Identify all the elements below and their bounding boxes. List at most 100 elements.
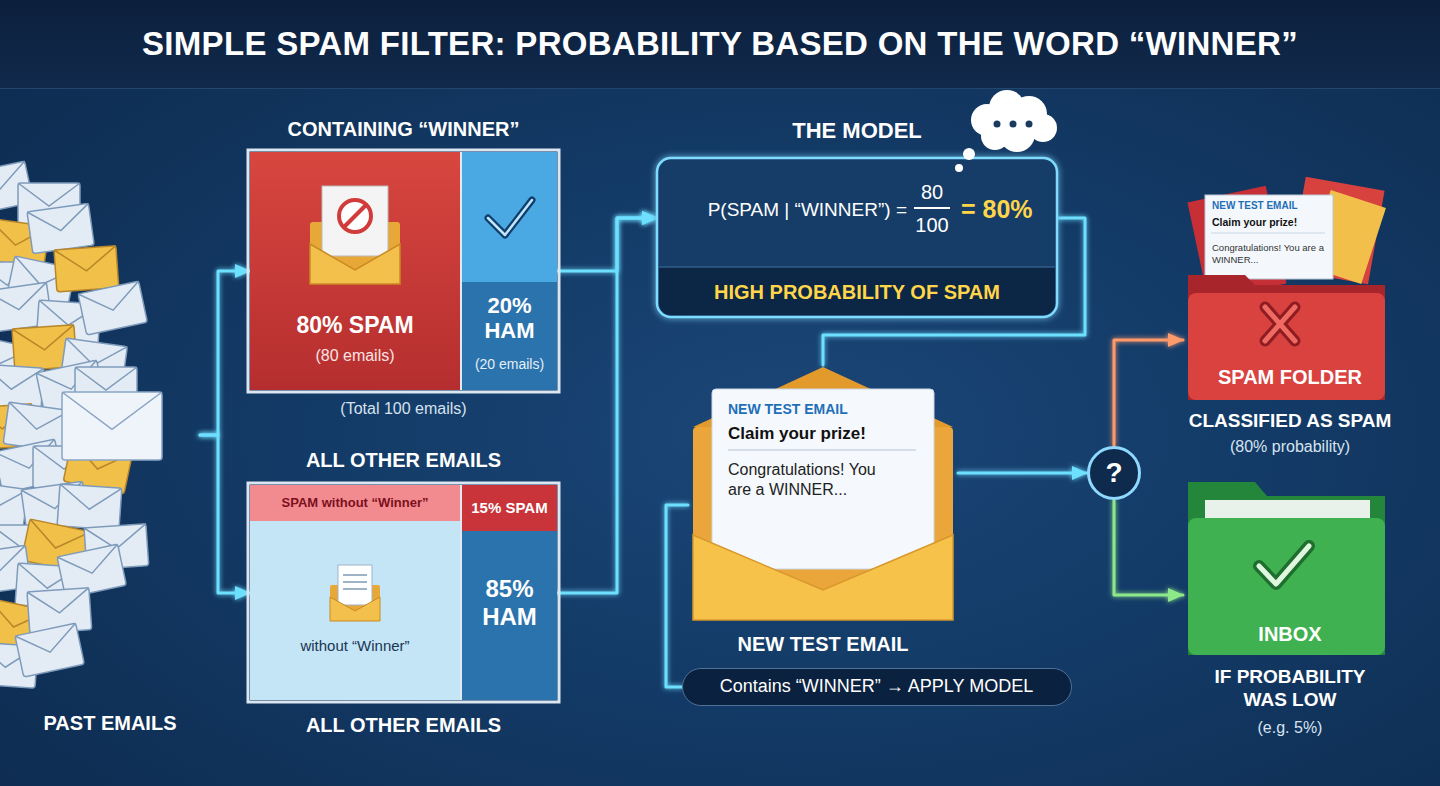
envelope-body: [36, 360, 105, 414]
envelope-icon: [0, 364, 44, 410]
node-art: [0, 180, 200, 740]
envelope-body: [27, 203, 94, 253]
mini-email-header: NEW TEST EMAIL: [1212, 200, 1328, 212]
title-bar: SIMPLE SPAM FILTER: PROBABILITY BASED ON…: [0, 0, 1440, 89]
decision-circle: ?: [1087, 446, 1141, 500]
envelope-body: [0, 262, 38, 304]
model-divider: [659, 266, 1055, 268]
check-mark-inner: [1259, 546, 1309, 584]
envelope-body: [0, 364, 44, 410]
model-frame: [657, 158, 1057, 317]
envelope-flap: [25, 519, 90, 554]
envelope-flap: [21, 481, 86, 513]
envelope-body: [0, 404, 35, 450]
envelope-icon: [0, 262, 38, 304]
envelope-body: [15, 623, 84, 677]
text-slot: 80% SPAM: [250, 310, 460, 342]
envelope-body: [693, 427, 953, 620]
envelope-flap: [0, 545, 29, 577]
formula-result: = 80%: [961, 194, 1053, 224]
envelope-icon: [0, 525, 53, 567]
bubble-dot: [994, 121, 1001, 128]
envelope-flap: [10, 256, 75, 291]
bubble-puff: [1011, 96, 1047, 132]
text-slot: (20 emails): [462, 352, 557, 376]
envelope-icon: [21, 481, 88, 531]
envelope-flap: [27, 203, 92, 235]
text-slot: without “Winner”: [250, 633, 460, 659]
spam-share-box: 15% SPAM: [460, 485, 557, 531]
envelope-flap: [75, 367, 137, 390]
spam-share-box: 80% SPAM(80 emails): [250, 152, 460, 390]
email-subject: Claim your prize!: [728, 424, 918, 444]
folder-name: SPAM FOLDER: [1175, 365, 1405, 389]
node-art: [462, 152, 559, 390]
envelope-icon: [0, 282, 52, 332]
test-email: NEW TEST EMAIL Claim your prize! Congratul…: [688, 365, 958, 660]
text-slot: 20% HAM: [462, 288, 557, 348]
connector-arrow: [1114, 500, 1183, 595]
envelope-body: [0, 642, 38, 688]
text-slot: P(SPAM | “WINNER”) =: [665, 194, 907, 226]
fraction-bar: [914, 207, 950, 209]
envelope-icon: [33, 446, 95, 488]
text-slot: ALL OTHER EMAILS: [250, 443, 557, 477]
text-slot: Congratulations! You are a WINNER...: [728, 455, 903, 505]
envelope-icon: [18, 183, 80, 225]
envelope-back: [310, 222, 400, 284]
model-verdict: HIGH PROBABILITY OF SPAM: [657, 280, 1057, 304]
ham-share-box: 20% HAM (20 emails): [460, 152, 557, 390]
model-heading: THE MODEL: [657, 118, 1057, 144]
text-slot: Claim your prize!: [728, 421, 918, 447]
envelope-flap: [16, 563, 79, 590]
envelope-body: [6, 256, 75, 310]
envelope-icon: [63, 402, 130, 452]
envelope-flap: [0, 335, 34, 370]
envelope-icon: [0, 335, 34, 389]
envelope-flap: [0, 481, 28, 513]
envelope-body: [21, 481, 88, 531]
envelope-icon: [84, 524, 149, 570]
cross-mark: [1265, 307, 1295, 341]
folder-verdict: IF PROBABILITY WAS LOW: [1200, 666, 1380, 712]
folder-note: (e.g. 5%): [1175, 718, 1405, 737]
email-header: NEW TEST EMAIL: [728, 401, 918, 418]
group-heading: ALL OTHER EMAILS: [250, 713, 557, 737]
envelope-body: [12, 325, 77, 371]
envelope-flap: [37, 300, 100, 327]
envelope-icon: [60, 338, 127, 388]
envelope-flap: [62, 392, 162, 429]
envelope-icon: [0, 439, 63, 493]
envelope-icon: [54, 246, 119, 292]
text-slot: Congratulations! You are a WINNER...: [1212, 236, 1328, 272]
text-slot: = 80%: [961, 190, 1053, 228]
envelope-flap: [0, 161, 29, 196]
envelope-flap: [0, 525, 53, 548]
envelope-flap: [36, 360, 101, 395]
envelope-body: [0, 161, 33, 215]
envelope-flap: [0, 282, 50, 314]
envelope-body: [0, 525, 53, 567]
share-value: 80% SPAM: [250, 312, 460, 340]
paper: [1289, 177, 1384, 284]
text-slot: ALL OTHER EMAILS: [250, 709, 557, 741]
envelope-icon: [57, 484, 122, 530]
folder-note: (80% probability): [1175, 437, 1405, 456]
connector-arrow: [557, 218, 657, 271]
envelope-body: [63, 402, 130, 452]
text-slot: INBOX: [1175, 620, 1405, 648]
ham-share-box: 85% HAM: [460, 531, 557, 700]
no-sign: [339, 200, 371, 232]
envelope-icon: [21, 519, 90, 573]
cross-mark-inner: [1265, 307, 1295, 341]
envelope-flap: [693, 367, 953, 427]
mini-email-subject: Claim your prize!: [1212, 216, 1328, 229]
envelope-flap: [0, 364, 44, 391]
envelope-icon: [15, 563, 80, 609]
connector-arrow: [958, 472, 1087, 475]
envelope-flap: [84, 524, 147, 551]
text-slot: Contains “WINNER” → APPLY MODEL: [683, 669, 1070, 704]
text-slot: CONTAINING “WINNER”: [250, 112, 557, 146]
fraction-numerator: 80: [907, 180, 957, 204]
envelope-icon: [12, 325, 77, 371]
